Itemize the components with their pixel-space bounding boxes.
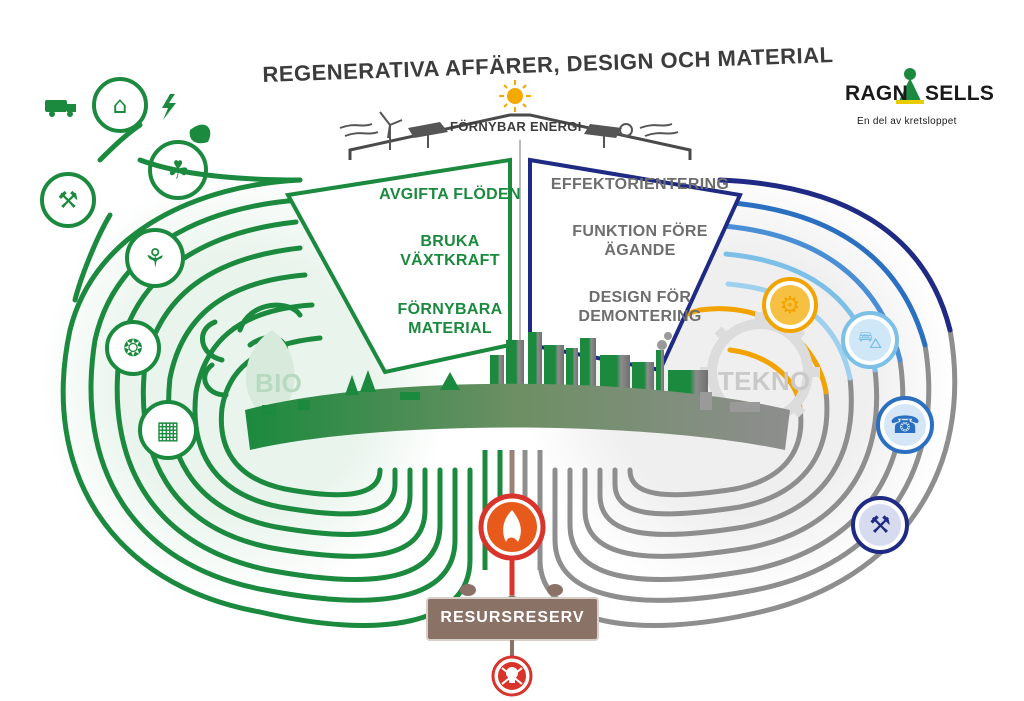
brand-tagline: En del av kretsloppet [857, 116, 957, 127]
tekno-icon-nodes: ⚙ ⛍ ☎ ⚒ [762, 277, 934, 554]
bio-principle-3: FÖRNYBARA MATERIAL [397, 301, 503, 337]
compost-facility-icon: ⚒ [40, 172, 96, 228]
svg-text:⚒: ⚒ [869, 510, 891, 539]
bio-principle-2: BRUKA VÄXTKRAFT [400, 233, 500, 269]
tshirt-icon: ❂ [105, 320, 161, 376]
ragn-sells-logo [896, 68, 924, 104]
fan-icon [619, 123, 633, 137]
brand-name-left: RAGN [845, 82, 909, 105]
solar-panel-icon [408, 122, 448, 148]
leaf-watermark-icon [245, 330, 295, 420]
metal-recovery-icon: ⚒ [851, 496, 909, 554]
farm-scene [262, 370, 460, 415]
hazard-node [491, 640, 533, 697]
roof-line [348, 113, 692, 160]
washing-machine-repair-icon: ⚙ [762, 277, 818, 333]
biogas-plant-icon: ⌂ [92, 77, 148, 133]
bio-icon-nodes: ⌂☘⚒⚘❂▦ [40, 77, 211, 460]
tekno-principle-2: FUNKTION FÖRE ÄGANDE [572, 223, 708, 259]
svg-text:⚘: ⚘ [144, 243, 167, 272]
wind-turbine-icon [379, 111, 403, 150]
tekno-cycle-label: TEKNO [718, 366, 811, 396]
city-skyline [490, 332, 708, 395]
seedling-leaf-icon [189, 124, 211, 144]
svg-text:⛍: ⛍ [857, 325, 882, 354]
fire-icon [503, 510, 521, 542]
fire-node [478, 493, 546, 595]
svg-text:⌂: ⌂ [113, 91, 128, 119]
svg-text:⚙: ⚙ [780, 291, 801, 319]
mushroom-polyvert-icon: ⚘ [125, 228, 185, 288]
svg-text:▦: ▦ [156, 415, 180, 444]
wind-lines-icon [339, 123, 679, 137]
svg-text:❂: ❂ [123, 334, 143, 362]
industry-scene [657, 332, 760, 412]
resursreserv-label: RESURSRESERV [440, 609, 585, 626]
energy-label: FÖRNYBAR ENERGI [450, 119, 582, 134]
svg-text:☎: ☎ [890, 410, 920, 439]
tekno-principle-3: DESIGN FÖR DEMONTERING [578, 289, 702, 325]
packaging-bottle-icon: ▦ [138, 400, 198, 460]
lightning-icon [162, 94, 176, 120]
solar-panel-icon [584, 124, 622, 148]
car-sharing-icon: ⛍ [841, 311, 899, 369]
bio-principle-1: AVGIFTA FLÖDEN [379, 186, 521, 203]
tanker-truck-icon [45, 100, 76, 117]
hazard-skull-icon [506, 667, 518, 679]
tekno-principle-1: EFFEKTORIENTERING [550, 176, 730, 193]
svg-text:⚒: ⚒ [58, 186, 79, 214]
ground-band [245, 383, 790, 450]
brand-name-right: SELLS [925, 82, 995, 105]
bio-outer-path [72, 122, 303, 303]
sun-icon [499, 80, 531, 112]
phone-electronics-icon: ☎ [876, 396, 934, 454]
energy-row [339, 80, 679, 150]
bio-cycle-label: BIO [255, 368, 303, 398]
